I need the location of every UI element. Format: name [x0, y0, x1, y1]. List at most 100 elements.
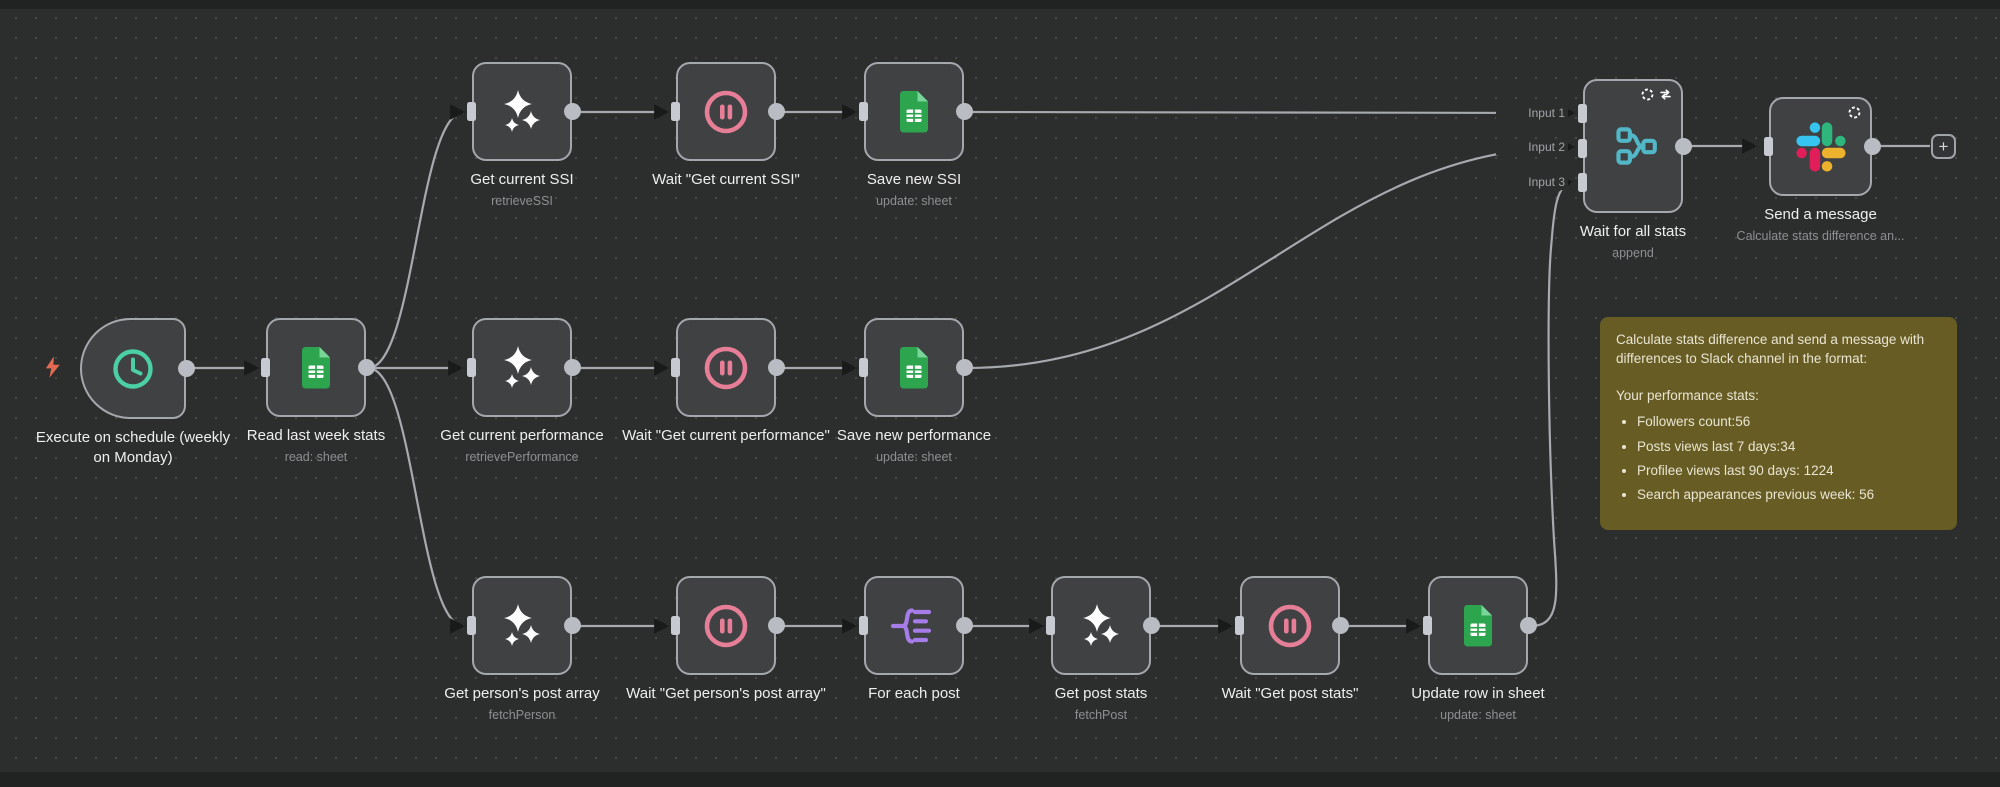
sticky-bullet: Search appearances previous week: 56	[1637, 485, 1941, 504]
output-endpoint[interactable]	[1332, 617, 1349, 634]
merge-input-3-label: Input 3	[1496, 174, 1568, 190]
node-get-person[interactable]: Get person's post array fetchPerson	[444, 576, 600, 722]
node-subtitle: update: sheet	[876, 449, 952, 464]
output-endpoint[interactable]	[1143, 617, 1160, 634]
add-node-button[interactable]: +	[1931, 134, 1956, 159]
sticky-paragraph-2: Your performance stats:	[1616, 388, 1759, 404]
node-box[interactable]	[1583, 79, 1683, 213]
input-port[interactable]	[671, 102, 680, 121]
node-for-each[interactable]: For each post	[859, 576, 973, 702]
node-label: Read last week stats	[246, 427, 386, 444]
input-port-1[interactable]	[1578, 103, 1587, 123]
sheets-icon	[290, 342, 342, 394]
node-box[interactable]	[80, 318, 186, 419]
node-get-perf[interactable]: Get current performance retrievePerforma…	[440, 318, 604, 464]
output-endpoint[interactable]	[564, 617, 581, 634]
output-endpoint[interactable]	[768, 103, 785, 120]
merge-input-2-label: Input 2	[1496, 139, 1568, 155]
output-endpoint[interactable]	[956, 617, 973, 634]
input-port[interactable]	[1235, 616, 1244, 635]
node-read-stats[interactable]: Read last week stats read: sheet	[247, 318, 385, 464]
node-box[interactable]	[676, 576, 776, 675]
output-endpoint[interactable]	[1520, 617, 1537, 634]
node-box[interactable]	[864, 318, 964, 417]
input-port[interactable]	[467, 358, 476, 377]
node-box[interactable]	[676, 318, 776, 417]
node-wait-perf[interactable]: Wait "Get current performance"	[622, 318, 830, 444]
node-save-ssi[interactable]: Save new SSI update: sheet	[859, 62, 973, 208]
node-update-row[interactable]: Update row in sheet update: sheet	[1411, 576, 1545, 722]
node-label: Get current performance	[440, 427, 604, 444]
node-label: For each post	[868, 685, 960, 702]
node-wait-person[interactable]: Wait "Get person's post array"	[626, 576, 826, 702]
node-label: Wait "Get person's post array"	[626, 685, 826, 702]
pause-icon	[700, 342, 752, 394]
node-get-ssi[interactable]: Get current SSI retrieveSSI	[467, 62, 581, 208]
sticky-note[interactable]: Calculate stats difference and send a me…	[1600, 317, 1957, 530]
output-endpoint[interactable]	[564, 103, 581, 120]
node-box[interactable]	[1051, 576, 1151, 675]
retry-icon	[1659, 88, 1672, 101]
sheets-icon	[888, 86, 940, 138]
output-endpoint[interactable]	[956, 359, 973, 376]
node-wait-ssi[interactable]: Wait "Get current SSI"	[652, 62, 800, 188]
output-endpoint[interactable]	[358, 359, 375, 376]
input-port[interactable]	[1764, 137, 1773, 156]
input-port[interactable]	[261, 358, 270, 377]
input-port[interactable]	[1046, 616, 1055, 635]
node-label: Save new SSI	[866, 171, 962, 188]
node-get-post[interactable]: Get post stats fetchPost	[1046, 576, 1160, 722]
sparkles-icon	[496, 342, 548, 394]
output-endpoint[interactable]	[768, 359, 785, 376]
sparkles-icon	[1075, 600, 1127, 652]
node-box[interactable]	[472, 576, 572, 675]
input-port-2[interactable]	[1578, 138, 1587, 158]
node-wait-post[interactable]: Wait "Get post stats"	[1222, 576, 1358, 702]
input-port[interactable]	[859, 102, 868, 121]
sticky-paragraph-1: Calculate stats difference and send a me…	[1616, 332, 1925, 367]
node-box[interactable]	[1428, 576, 1528, 675]
input-port[interactable]	[671, 358, 680, 377]
merge-input-1-label: Input 1	[1496, 105, 1568, 121]
node-subtitle: retrievePerformance	[465, 449, 579, 464]
input-port[interactable]	[467, 616, 476, 635]
node-box[interactable]	[864, 576, 964, 675]
input-port[interactable]	[859, 358, 868, 377]
node-slack[interactable]: Send a message Calculate stats differenc…	[1737, 97, 1904, 243]
node-save-perf[interactable]: Save new performance update: sheet	[837, 318, 991, 464]
node-box[interactable]	[266, 318, 366, 417]
sticky-bullet: Posts views last 7 days:34	[1637, 437, 1941, 456]
sparkles-icon	[496, 600, 548, 652]
node-box[interactable]	[676, 62, 776, 161]
node-label: Get current SSI	[470, 171, 574, 188]
node-subtitle: update: sheet	[876, 193, 952, 208]
sticky-bullet: Profilee views last 90 days: 1224	[1637, 461, 1941, 480]
output-endpoint[interactable]	[956, 103, 973, 120]
sparkles-icon	[496, 86, 548, 138]
input-port[interactable]	[859, 616, 868, 635]
output-endpoint[interactable]	[564, 359, 581, 376]
lightning-icon	[44, 355, 62, 379]
node-box[interactable]	[1769, 97, 1872, 196]
output-endpoint[interactable]	[1864, 138, 1881, 155]
output-endpoint[interactable]	[178, 360, 195, 377]
node-merge[interactable]: Wait for all stats append	[1578, 79, 1692, 260]
input-port[interactable]	[467, 102, 476, 121]
node-box[interactable]	[1240, 576, 1340, 675]
node-box[interactable]	[472, 62, 572, 161]
execute-once-icon	[1848, 106, 1861, 119]
output-endpoint[interactable]	[768, 617, 785, 634]
canvas-top-edge	[0, 0, 2000, 9]
output-endpoint[interactable]	[1675, 137, 1692, 155]
node-box[interactable]	[472, 318, 572, 417]
node-box[interactable]	[864, 62, 964, 161]
sticky-spacer	[1616, 368, 1941, 386]
input-port-3[interactable]	[1578, 172, 1587, 192]
input-port[interactable]	[671, 616, 680, 635]
node-schedule-trigger[interactable]: Execute on schedule (weekly on Monday)	[36, 318, 230, 466]
input-port[interactable]	[1423, 616, 1432, 635]
sheets-icon	[1452, 600, 1504, 652]
node-label: Wait "Get current performance"	[622, 427, 830, 444]
